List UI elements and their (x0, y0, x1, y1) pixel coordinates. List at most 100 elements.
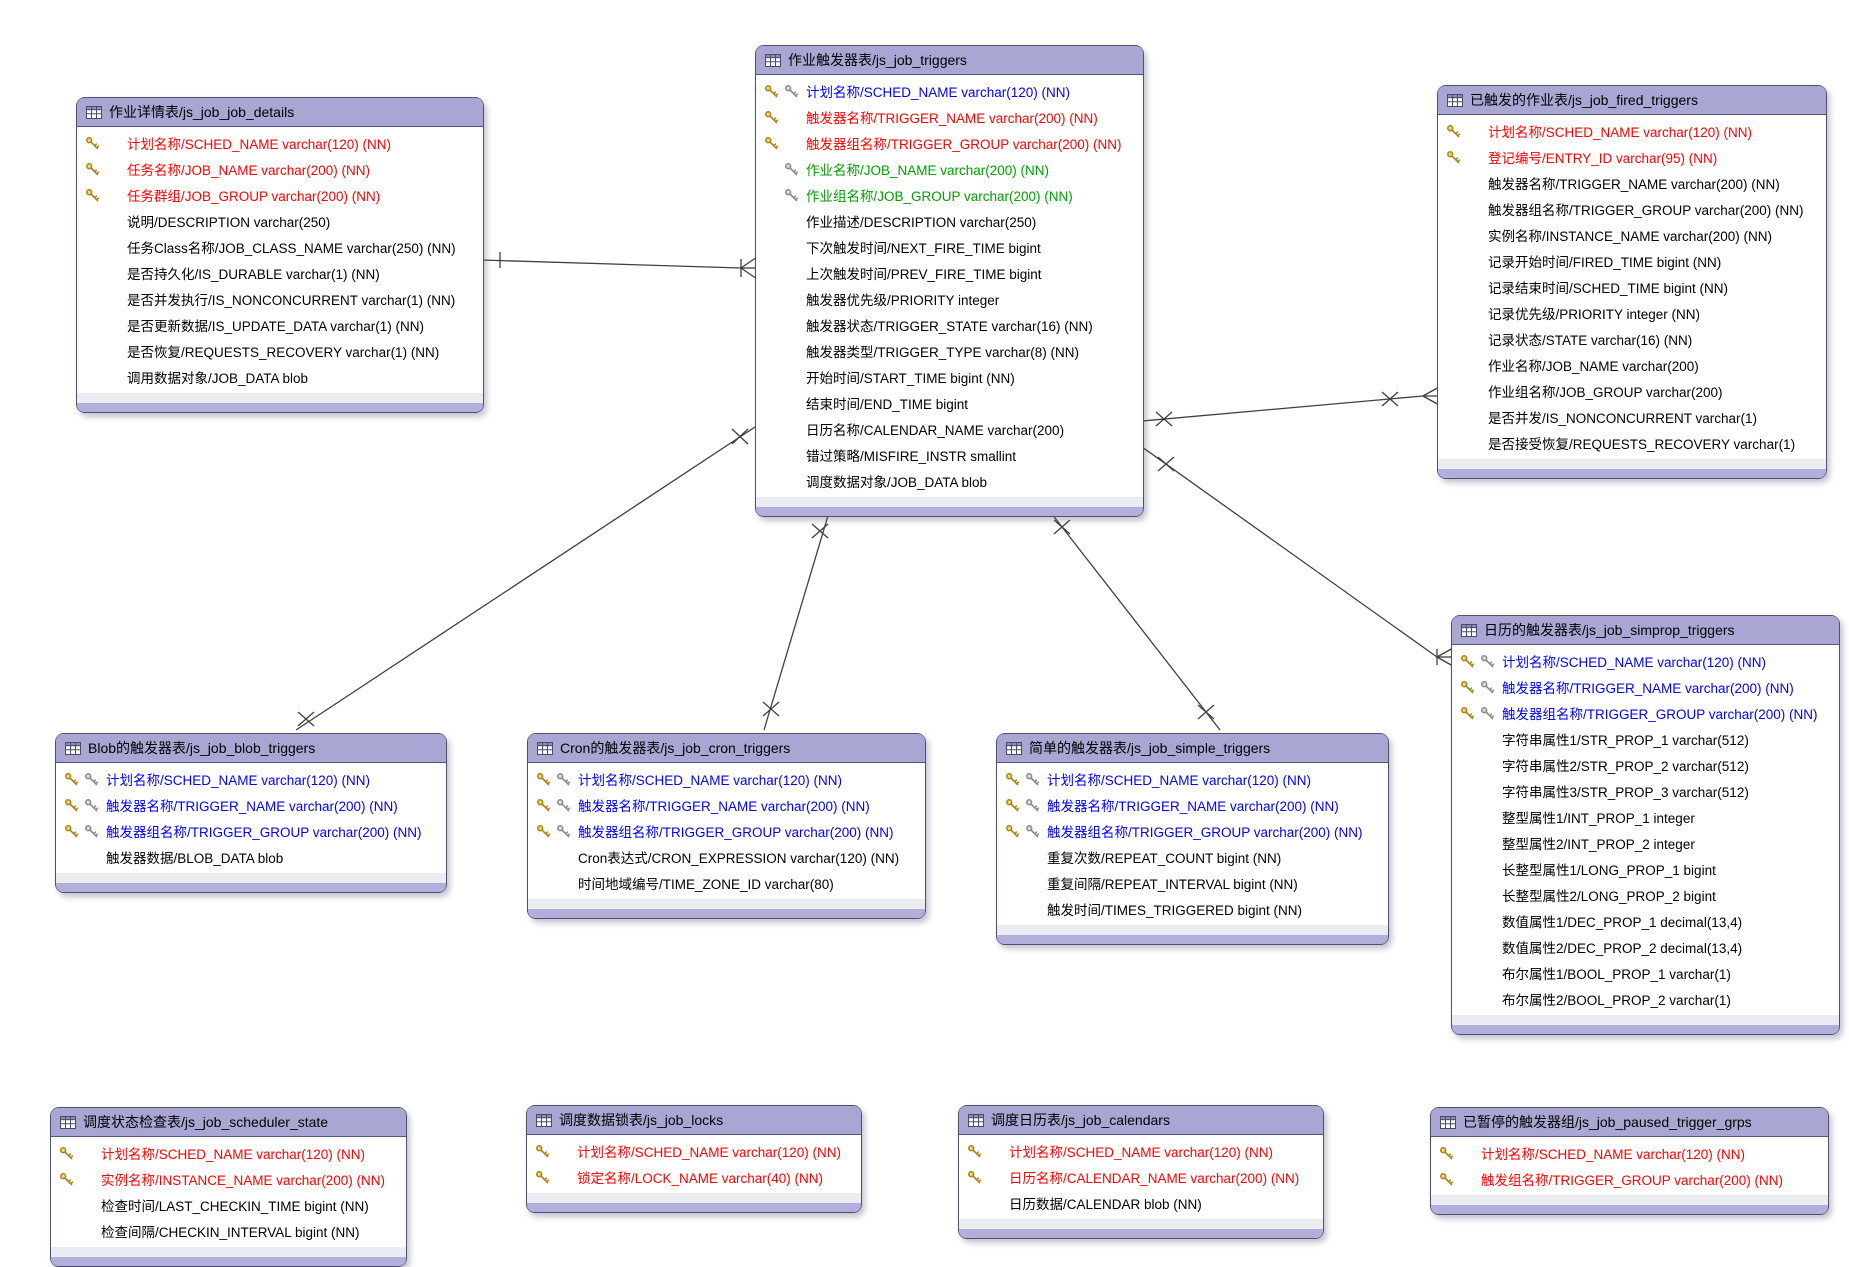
field-row[interactable]: 计划名称/SCHED_NAME varchar(120) (NN) (1431, 1140, 1828, 1166)
field-row[interactable]: 锁定名称/LOCK_NAME varchar(40) (NN) (527, 1164, 861, 1190)
field-row[interactable]: 触发器组名称/TRIGGER_GROUP varchar(200) (NN) (1438, 196, 1826, 222)
table-header[interactable]: 日历的触发器表/js_job_simprop_triggers (1452, 616, 1839, 645)
field-row[interactable]: 登记编号/ENTRY_ID varchar(95) (NN) (1438, 144, 1826, 170)
field-row[interactable]: 记录优先级/PRIORITY integer (NN) (1438, 300, 1826, 326)
field-row[interactable]: 任务名称/JOB_NAME varchar(200) (NN) (77, 156, 483, 182)
field-row[interactable]: 计划名称/SCHED_NAME varchar(120) (NN) (959, 1138, 1323, 1164)
field-row[interactable]: 作业描述/DESCRIPTION varchar(250) (756, 208, 1143, 234)
field-row[interactable]: 整型属性2/INT_PROP_2 integer (1452, 830, 1839, 856)
field-row[interactable]: 作业名称/JOB_NAME varchar(200) (NN) (756, 156, 1143, 182)
field-row[interactable]: 布尔属性1/BOOL_PROP_1 varchar(1) (1452, 960, 1839, 986)
table-js_job_cron_triggers[interactable]: Cron的触发器表/js_job_cron_triggers 计划名称/SCHED… (527, 733, 926, 919)
field-row[interactable]: 检查间隔/CHECKIN_INTERVAL bigint (NN) (51, 1218, 406, 1244)
field-row[interactable]: 触发组名称/TRIGGER_GROUP varchar(200) (NN) (1431, 1166, 1828, 1192)
field-row[interactable]: 计划名称/SCHED_NAME varchar(120) (NN) (1452, 648, 1839, 674)
field-row[interactable]: 重复次数/REPEAT_COUNT bigint (NN) (997, 844, 1388, 870)
field-row[interactable]: 错过策略/MISFIRE_INSTR smallint (756, 442, 1143, 468)
field-row[interactable]: 检查时间/LAST_CHECKIN_TIME bigint (NN) (51, 1192, 406, 1218)
field-row[interactable]: 说明/DESCRIPTION varchar(250) (77, 208, 483, 234)
field-row[interactable]: 日历名称/CALENDAR_NAME varchar(200) (756, 416, 1143, 442)
field-row[interactable]: 计划名称/SCHED_NAME varchar(120) (NN) (56, 766, 446, 792)
field-row[interactable]: 字符串属性1/STR_PROP_1 varchar(512) (1452, 726, 1839, 752)
table-js_job_calendars[interactable]: 调度日历表/js_job_calendars 计划名称/SCHED_NAME va… (958, 1105, 1324, 1239)
field-row[interactable]: 作业名称/JOB_NAME varchar(200) (1438, 352, 1826, 378)
table-js_job_fired_triggers[interactable]: 已触发的作业表/js_job_fired_triggers 计划名称/SCHED_… (1437, 85, 1827, 479)
field-row[interactable]: 重复间隔/REPEAT_INTERVAL bigint (NN) (997, 870, 1388, 896)
field-row[interactable]: 日历名称/CALENDAR_NAME varchar(200) (NN) (959, 1164, 1323, 1190)
field-row[interactable]: 数值属性2/DEC_PROP_2 decimal(13,4) (1452, 934, 1839, 960)
field-row[interactable]: 是否持久化/IS_DURABLE varchar(1) (NN) (77, 260, 483, 286)
field-row[interactable]: 触发器名称/TRIGGER_NAME varchar(200) (NN) (1452, 674, 1839, 700)
field-row[interactable]: 作业组名称/JOB_GROUP varchar(200) (1438, 378, 1826, 404)
field-row[interactable]: 触发器名称/TRIGGER_NAME varchar(200) (NN) (756, 104, 1143, 130)
field-row[interactable]: 计划名称/SCHED_NAME varchar(120) (NN) (51, 1140, 406, 1166)
field-row[interactable]: 触发器组名称/TRIGGER_GROUP varchar(200) (NN) (997, 818, 1388, 844)
field-row[interactable]: 作业组名称/JOB_GROUP varchar(200) (NN) (756, 182, 1143, 208)
field-row[interactable]: 触发器名称/TRIGGER_NAME varchar(200) (NN) (997, 792, 1388, 818)
field-row[interactable]: 触发器优先级/PRIORITY integer (756, 286, 1143, 312)
field-row[interactable]: 任务Class名称/JOB_CLASS_NAME varchar(250) (N… (77, 234, 483, 260)
table-header[interactable]: Blob的触发器表/js_job_blob_triggers (56, 734, 446, 763)
field-row[interactable]: 时间地域编号/TIME_ZONE_ID varchar(80) (528, 870, 925, 896)
field-row[interactable]: 实例名称/INSTANCE_NAME varchar(200) (NN) (51, 1166, 406, 1192)
table-js_job_simprop_triggers[interactable]: 日历的触发器表/js_job_simprop_triggers 计划名称/SCHE… (1451, 615, 1840, 1035)
field-row[interactable]: 触发时间/TIMES_TRIGGERED bigint (NN) (997, 896, 1388, 922)
field-row[interactable]: 是否并发执行/IS_NONCONCURRENT varchar(1) (NN) (77, 286, 483, 312)
table-js_job_job_details[interactable]: 作业详情表/js_job_job_details 计划名称/SCHED_NAME … (76, 97, 484, 413)
field-row[interactable]: 整型属性1/INT_PROP_1 integer (1452, 804, 1839, 830)
field-row[interactable]: 触发器状态/TRIGGER_STATE varchar(16) (NN) (756, 312, 1143, 338)
field-row[interactable]: 计划名称/SCHED_NAME varchar(120) (NN) (77, 130, 483, 156)
field-row[interactable]: 计划名称/SCHED_NAME varchar(120) (NN) (527, 1138, 861, 1164)
field-row[interactable]: 计划名称/SCHED_NAME varchar(120) (NN) (1438, 118, 1826, 144)
field-row[interactable]: 触发器组名称/TRIGGER_GROUP varchar(200) (NN) (56, 818, 446, 844)
field-row[interactable]: 记录开始时间/FIRED_TIME bigint (NN) (1438, 248, 1826, 274)
field-row[interactable]: 是否恢复/REQUESTS_RECOVERY varchar(1) (NN) (77, 338, 483, 364)
field-row[interactable]: 触发器名称/TRIGGER_NAME varchar(200) (NN) (1438, 170, 1826, 196)
field-row[interactable]: 上次触发时间/PREV_FIRE_TIME bigint (756, 260, 1143, 286)
table-js_job_scheduler_state[interactable]: 调度状态检查表/js_job_scheduler_state 计划名称/SCHED… (50, 1107, 407, 1267)
field-row[interactable]: 计划名称/SCHED_NAME varchar(120) (NN) (756, 78, 1143, 104)
field-row[interactable]: 任务群组/JOB_GROUP varchar(200) (NN) (77, 182, 483, 208)
field-row[interactable]: 触发器组名称/TRIGGER_GROUP varchar(200) (NN) (1452, 700, 1839, 726)
field-row[interactable]: 触发器名称/TRIGGER_NAME varchar(200) (NN) (56, 792, 446, 818)
field-row[interactable]: 实例名称/INSTANCE_NAME varchar(200) (NN) (1438, 222, 1826, 248)
table-header[interactable]: 调度日历表/js_job_calendars (959, 1106, 1323, 1135)
field-row[interactable]: 触发器名称/TRIGGER_NAME varchar(200) (NN) (528, 792, 925, 818)
field-row[interactable]: 开始时间/START_TIME bigint (NN) (756, 364, 1143, 390)
field-row[interactable]: 记录结束时间/SCHED_TIME bigint (NN) (1438, 274, 1826, 300)
field-row[interactable]: 结束时间/END_TIME bigint (756, 390, 1143, 416)
field-row[interactable]: 是否并发/IS_NONCONCURRENT varchar(1) (1438, 404, 1826, 430)
table-header[interactable]: 作业详情表/js_job_job_details (77, 98, 483, 127)
field-row[interactable]: 计划名称/SCHED_NAME varchar(120) (NN) (997, 766, 1388, 792)
field-row[interactable]: 触发器类型/TRIGGER_TYPE varchar(8) (NN) (756, 338, 1143, 364)
table-header[interactable]: 作业触发器表/js_job_triggers (756, 46, 1143, 75)
field-row[interactable]: Cron表达式/CRON_EXPRESSION varchar(120) (NN… (528, 844, 925, 870)
field-row[interactable]: 长整型属性1/LONG_PROP_1 bigint (1452, 856, 1839, 882)
field-row[interactable]: 字符串属性3/STR_PROP_3 varchar(512) (1452, 778, 1839, 804)
table-js_job_triggers[interactable]: 作业触发器表/js_job_triggers 计划名称/SCHED_NAME va… (755, 45, 1144, 517)
table-js_job_simple_triggers[interactable]: 简单的触发器表/js_job_simple_triggers 计划名称/SCHED… (996, 733, 1389, 945)
field-row[interactable]: 触发器数据/BLOB_DATA blob (56, 844, 446, 870)
field-row[interactable]: 日历数据/CALENDAR blob (NN) (959, 1190, 1323, 1216)
field-row[interactable]: 字符串属性2/STR_PROP_2 varchar(512) (1452, 752, 1839, 778)
field-row[interactable]: 触发器组名称/TRIGGER_GROUP varchar(200) (NN) (528, 818, 925, 844)
field-row[interactable]: 调度数据对象/JOB_DATA blob (756, 468, 1143, 494)
table-js_job_blob_triggers[interactable]: Blob的触发器表/js_job_blob_triggers 计划名称/SCHED… (55, 733, 447, 893)
table-header[interactable]: 调度状态检查表/js_job_scheduler_state (51, 1108, 406, 1137)
table-header[interactable]: 已触发的作业表/js_job_fired_triggers (1438, 86, 1826, 115)
table-header[interactable]: 简单的触发器表/js_job_simple_triggers (997, 734, 1388, 763)
table-header[interactable]: 已暂停的触发器组/js_job_paused_trigger_grps (1431, 1108, 1828, 1137)
field-row[interactable]: 是否接受恢复/REQUESTS_RECOVERY varchar(1) (1438, 430, 1826, 456)
table-js_job_locks[interactable]: 调度数据锁表/js_job_locks 计划名称/SCHED_NAME varch… (526, 1105, 862, 1213)
field-row[interactable]: 数值属性1/DEC_PROP_1 decimal(13,4) (1452, 908, 1839, 934)
table-js_job_paused_trigger_grps[interactable]: 已暂停的触发器组/js_job_paused_trigger_grps 计划名称/… (1430, 1107, 1829, 1215)
field-row[interactable]: 是否更新数据/IS_UPDATE_DATA varchar(1) (NN) (77, 312, 483, 338)
table-header[interactable]: 调度数据锁表/js_job_locks (527, 1106, 861, 1135)
field-row[interactable]: 调用数据对象/JOB_DATA blob (77, 364, 483, 390)
field-row[interactable]: 计划名称/SCHED_NAME varchar(120) (NN) (528, 766, 925, 792)
field-row[interactable]: 记录状态/STATE varchar(16) (NN) (1438, 326, 1826, 352)
field-row[interactable]: 下次触发时间/NEXT_FIRE_TIME bigint (756, 234, 1143, 260)
field-row[interactable]: 长整型属性2/LONG_PROP_2 bigint (1452, 882, 1839, 908)
table-header[interactable]: Cron的触发器表/js_job_cron_triggers (528, 734, 925, 763)
field-row[interactable]: 触发器组名称/TRIGGER_GROUP varchar(200) (NN) (756, 130, 1143, 156)
